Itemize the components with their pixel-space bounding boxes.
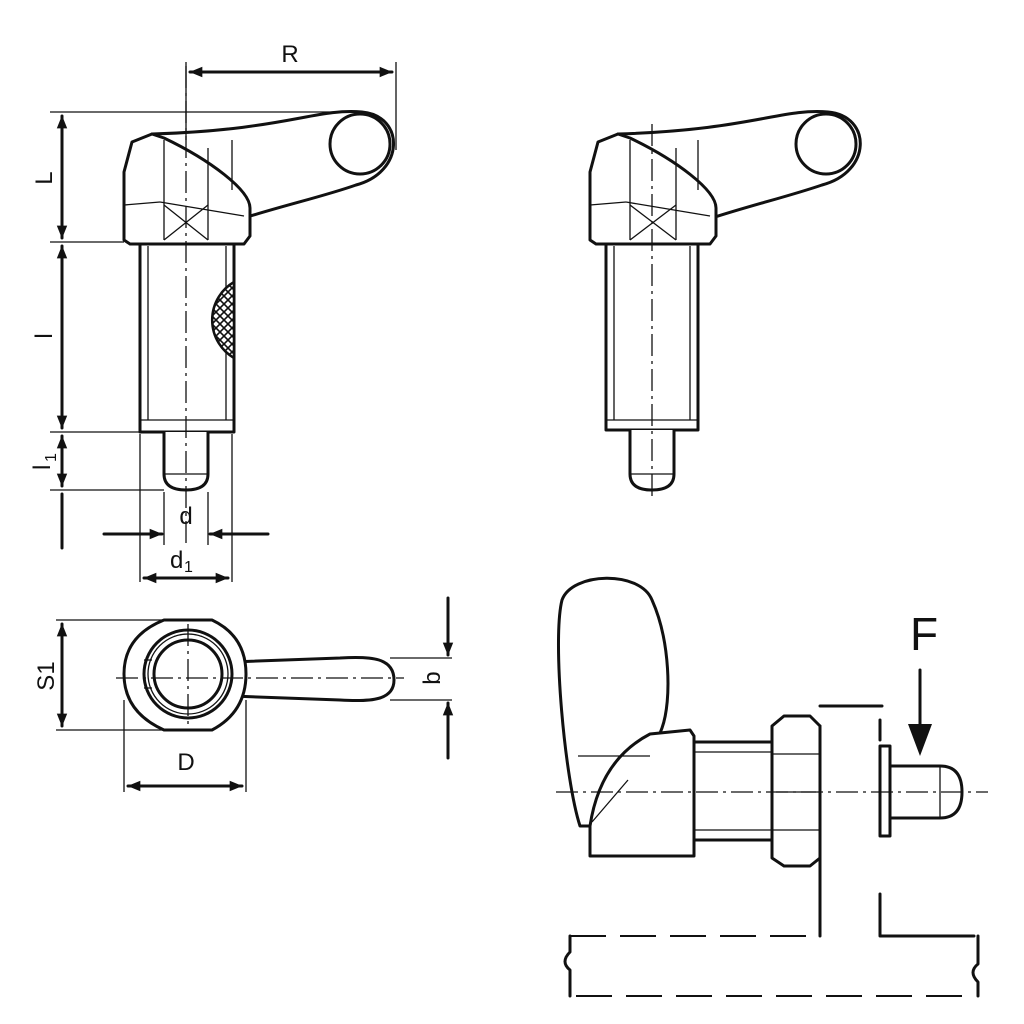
installed-shaft [688,740,778,842]
front-lever-hole [328,112,392,176]
installed-view [556,576,988,868]
top-view [116,618,404,732]
side-view [588,110,862,500]
dim-l1-subscript: 1 [43,453,60,462]
dim-L-label: L [31,171,58,184]
dim-d1-subscript: 1 [184,559,193,576]
dim-D-label: D [177,749,194,776]
front-cam-head [122,132,252,246]
dim-d-label: d [179,503,192,530]
dim-R-label: R [281,41,298,68]
dim-l-label: l [31,333,58,338]
front-view [122,66,395,548]
top-dimensions: S1 b D [33,596,454,792]
side-cam-head [588,132,718,246]
side-lever-hole [794,112,858,176]
dim-b-label: b [419,671,446,684]
top-lever-arm [230,655,396,703]
knurled-grip [211,279,236,361]
installed-collar [878,744,892,838]
dim-l1-label: l [29,465,56,470]
dim-d1-label: d [170,547,183,574]
force-label: F [910,608,938,660]
installed-hex-nut [770,714,822,868]
front-dimensions: R L l l 1 d d 1 [29,41,397,584]
installed-cam-body [588,728,696,858]
force-indicator: F [908,608,938,756]
dim-S1-label: S1 [33,661,60,690]
workpiece-hidden-outline [563,704,980,998]
